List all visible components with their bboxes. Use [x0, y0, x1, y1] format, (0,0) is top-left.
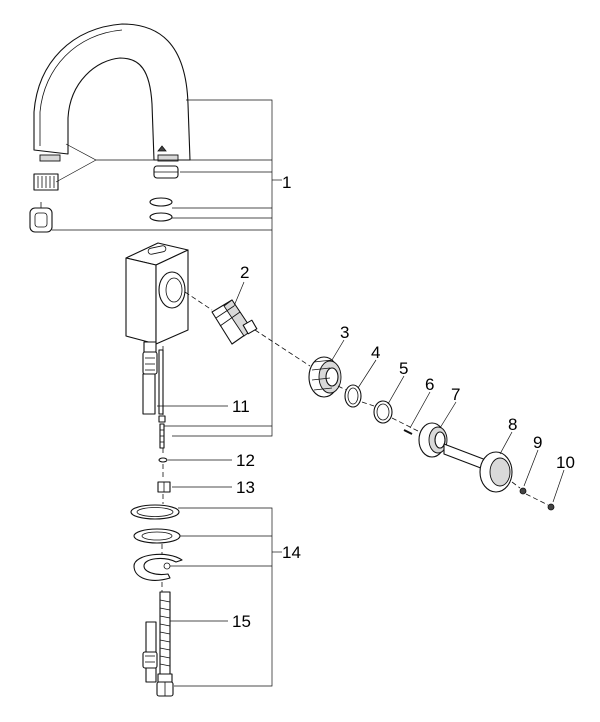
callout-5: 5 — [399, 359, 408, 378]
mounting-gasket — [130, 504, 180, 520]
set-screw-9 — [519, 487, 527, 495]
vertical-axis — [161, 346, 164, 592]
threaded-bushing — [308, 356, 342, 398]
o-ring-4-inner — [347, 387, 359, 405]
callout-1: 1 — [282, 173, 291, 192]
callout-14: 14 — [282, 543, 301, 562]
o-ring-5-inner — [376, 403, 390, 421]
lever-handle — [443, 443, 513, 493]
spout-o-rings — [149, 197, 173, 222]
fixing-stud — [158, 415, 166, 449]
aerator-key — [29, 202, 53, 233]
callout-3: 3 — [340, 323, 349, 342]
callout-13: 13 — [236, 478, 255, 497]
callout-2: 2 — [240, 263, 249, 282]
callout-6: 6 — [425, 375, 434, 394]
callout-8: 8 — [508, 415, 517, 434]
nut — [157, 481, 171, 493]
leader-lines — [52, 99, 565, 687]
handle-ring — [418, 422, 448, 458]
cartridge — [211, 299, 258, 345]
aerator — [33, 173, 59, 191]
spout — [33, 23, 191, 162]
callout-4: 4 — [371, 343, 380, 362]
assembly-axis — [184, 291, 549, 506]
supply-hose-upper — [142, 341, 158, 415]
spout-connector — [153, 165, 179, 179]
callout-10: 10 — [556, 453, 575, 472]
mixer-body — [125, 242, 189, 345]
callout-11: 11 — [232, 397, 250, 416]
flexible-hose-left — [142, 621, 158, 683]
callout-15: 15 — [232, 612, 251, 631]
mounting-washer — [133, 528, 181, 544]
washer — [158, 457, 168, 463]
callout-7: 7 — [451, 385, 460, 404]
horseshoe-plate — [133, 553, 183, 581]
set-screw-10 — [547, 503, 555, 511]
flexible-hose-right — [156, 591, 174, 697]
callouts: 1 2 3 4 5 6 7 8 9 10 11 12 13 14 15 — [232, 173, 575, 631]
callout-9: 9 — [533, 433, 542, 452]
callout-12: 12 — [236, 451, 255, 470]
pin — [403, 429, 413, 435]
threaded-rod — [158, 349, 164, 415]
